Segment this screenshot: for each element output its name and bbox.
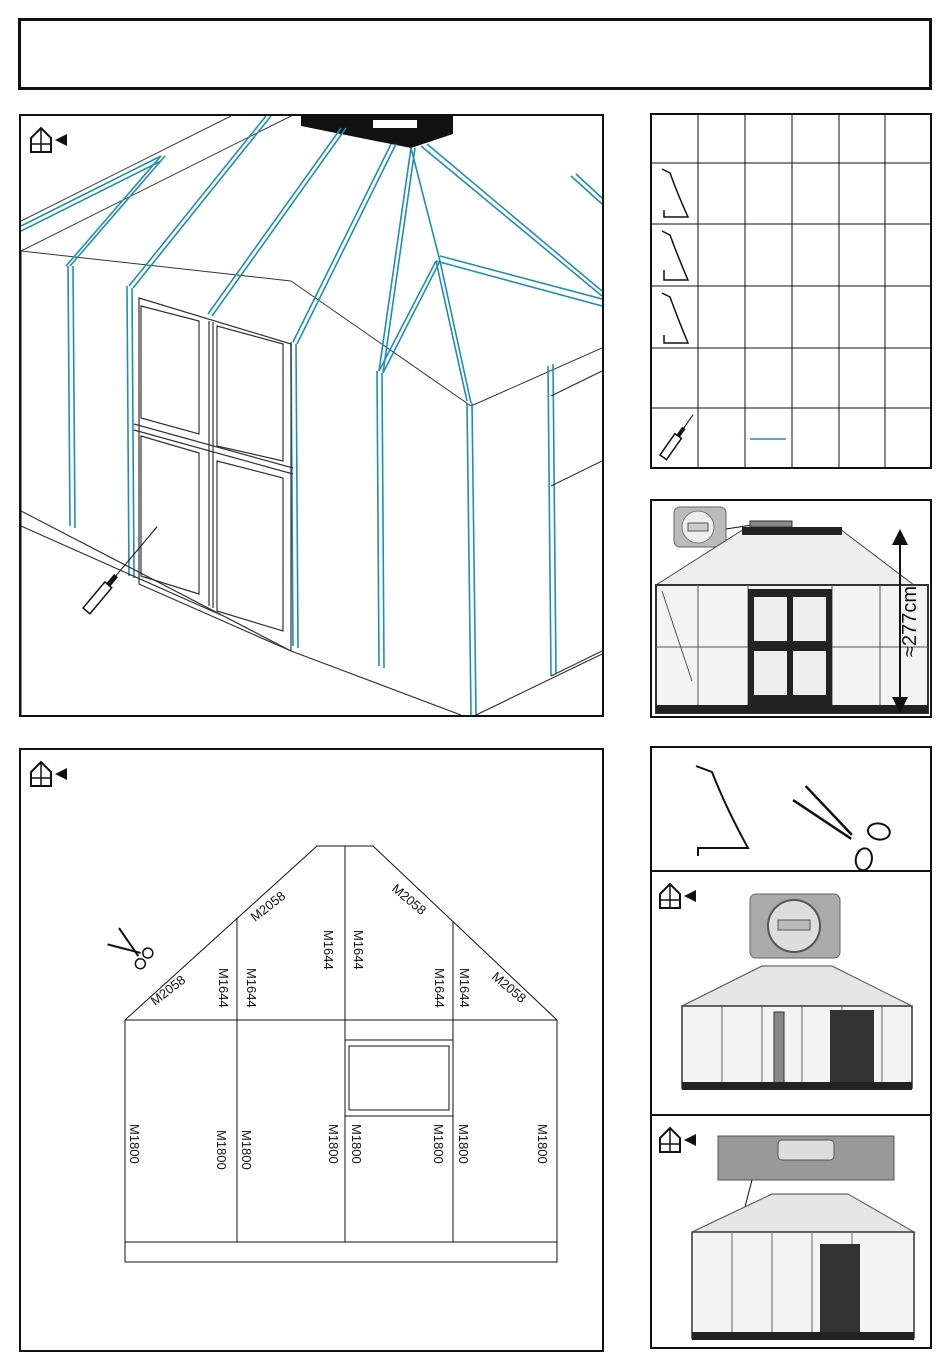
sealant-gun-icon [660,412,696,459]
gable-label: M1644 [457,968,472,1008]
gable-label: M1644 [432,968,447,1008]
wall-label: M1800 [239,1130,254,1170]
side-steps-panel [650,746,932,1349]
wall-label: M1800 [456,1124,471,1164]
wall-label: M1800 [349,1124,364,1164]
gable-label: M1644 [216,968,231,1008]
greenhouse-icon [660,1128,696,1152]
side-steps-drawing [652,748,930,1347]
header-title-box [18,18,932,90]
spirit-level-icon [718,1136,894,1180]
scissors-icon [783,784,895,873]
door-frame [21,251,602,715]
gable-label: M1644 [351,930,366,970]
roof-rafters [21,116,602,403]
gable-outline [125,846,557,1262]
greenhouse-icon [31,128,67,152]
spirit-level-icon [674,507,726,547]
wall-label: M1800 [127,1124,142,1164]
roof-right-label: M2058 [389,881,429,918]
greenhouse-seal-drawing [21,116,602,715]
seal-profile-icon [662,169,688,217]
scissors-icon [106,927,154,971]
greenhouse-icon [660,884,696,908]
step-glazing-seal-illustration [19,114,604,717]
height-label: ≈277cm [899,586,921,657]
parts-quantity-table [650,113,932,469]
gable-label: M1644 [244,968,259,1008]
wall-label: M1800 [431,1124,446,1164]
spirit-level-icon [750,894,840,958]
gable-label: M1644 [321,930,336,970]
greenhouse-icon [31,762,67,786]
wall-label: M1800 [214,1130,229,1170]
parts-grid [652,115,930,467]
seal-profile-icon [696,766,748,856]
height-measurement-photo: ≈277cm [650,499,932,718]
wall-label: M1800 [535,1124,550,1164]
seal-profile-icon [662,293,688,343]
cut-plan-diagram: M2058 M2058 M2058 M2058 M1644 M1644 M164… [19,748,604,1352]
gable-cut-drawing: M2058 M2058 M2058 M2058 M1644 M1644 M164… [21,750,602,1350]
seal-profile-icon [662,231,688,280]
sealant-gun-icon [83,524,161,614]
roof-left-lower-label: M2058 [148,972,189,1008]
roof-left-label: M2058 [248,888,289,924]
wall-label: M1800 [326,1124,341,1164]
greenhouse-front-view: ≈277cm [652,501,930,716]
